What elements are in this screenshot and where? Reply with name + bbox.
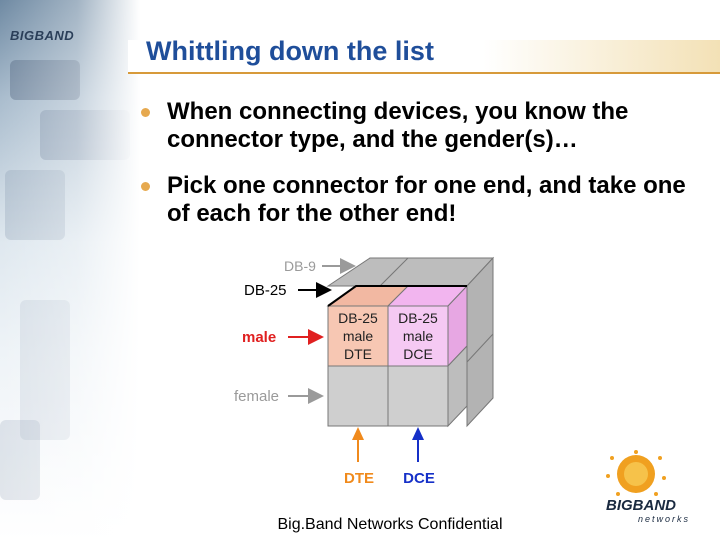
dte-label: DTE xyxy=(344,470,374,487)
slide-title: Whittling down the list xyxy=(146,36,434,66)
dce-arrow-head xyxy=(412,427,424,440)
db9-label: DB-9 xyxy=(284,258,316,274)
dce-cell-line-3: DCE xyxy=(403,346,433,362)
bullet-2-text: Pick one connector for one end, and take… xyxy=(167,172,686,227)
female-side-face xyxy=(447,344,468,428)
dte-cell-line-2: male xyxy=(343,328,374,344)
dte-arrow-head xyxy=(352,427,364,440)
bigband-logo: BIGBAND networks xyxy=(598,448,708,528)
dte-cell-line-3: DTE xyxy=(344,346,372,362)
dte-cell-line-1: DB-25 xyxy=(338,310,378,326)
side-logo: BIGBAND xyxy=(10,28,75,43)
bullet-dot-icon xyxy=(141,182,150,191)
dte-cell xyxy=(327,305,389,367)
bullet-1-text: When connecting devices, you know the co… xyxy=(167,98,629,153)
db25-label: DB-25 xyxy=(244,282,287,299)
footer: Big.Band Networks Confidential xyxy=(0,516,720,534)
logo-networks-text: networks xyxy=(638,514,690,524)
dce-cell xyxy=(387,305,449,367)
dce-label: DCE xyxy=(403,470,435,487)
logo-brand-text: BIGBAND xyxy=(606,497,676,514)
dte-female-cell xyxy=(327,365,389,427)
female-label: female xyxy=(234,388,279,405)
male-label: male xyxy=(242,329,276,346)
dce-cell-line-2: male xyxy=(403,328,434,344)
side-photo-strip: BIGBAND xyxy=(0,0,140,540)
dce-female-cell xyxy=(387,365,449,427)
title-underline xyxy=(128,40,720,74)
bullet-dot-icon xyxy=(141,108,150,117)
footer-text: Big.Band Networks Confidential xyxy=(277,516,503,533)
dce-cell-line-1: DB-25 xyxy=(398,310,438,326)
